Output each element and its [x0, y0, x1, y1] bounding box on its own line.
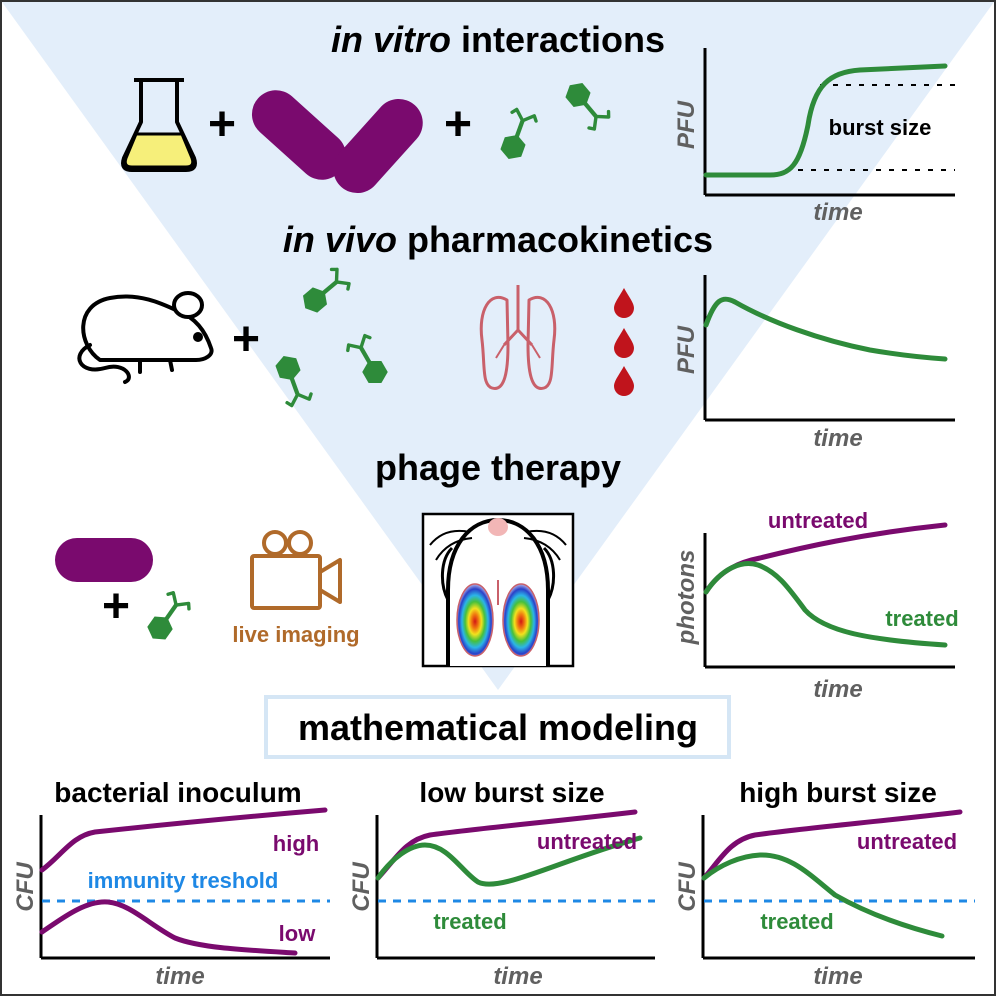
plus-sign: + [232, 313, 260, 366]
y-axis-label: CFU [12, 862, 39, 912]
low-inoculum-curve [39, 899, 298, 956]
x-axis-label: time [813, 199, 862, 226]
x-axis-label: time [813, 963, 862, 990]
photons-chart: untreated treated photons time [673, 508, 959, 703]
modeling-title-box [264, 695, 731, 759]
in-vivo-title: in vivo pharmacokinetics [283, 219, 713, 260]
y-axis-label: photons [673, 550, 700, 646]
low-burst-size-chart: low burst size untreated treated CFU tim… [348, 777, 655, 990]
plus-sign: + [102, 580, 130, 633]
y-axis-label: CFU [674, 862, 701, 912]
treated-label: treated [885, 606, 958, 631]
x-axis-label: time [155, 963, 204, 990]
pharmacokinetics-chart: PFU time [673, 275, 955, 452]
bacterium-icon [251, 90, 347, 180]
high-label: high [273, 831, 319, 856]
chart-title: high burst size [739, 777, 937, 808]
camera-icon [250, 530, 342, 610]
x-axis-label: time [813, 676, 862, 703]
treated-curve [703, 561, 948, 648]
burst-size-label: burst size [829, 115, 932, 140]
bacterium-icon [55, 538, 153, 582]
y-axis-label: CFU [348, 862, 375, 912]
low-label: low [279, 921, 317, 946]
untreated-label: untreated [768, 508, 868, 533]
pfu-curve [703, 63, 948, 178]
chart-title: low burst size [419, 777, 604, 808]
y-axis-label: PFU [673, 100, 700, 149]
plus-sign: + [208, 98, 236, 151]
treated-label: treated [433, 909, 506, 934]
bacterial-inoculum-chart: bacterial inoculum high low immunity tre… [12, 777, 330, 990]
treated-curve [701, 852, 945, 939]
burst-size-chart: burst size PFU time [673, 48, 955, 226]
live-imaging-label: live imaging [232, 622, 359, 647]
untreated-label: untreated [857, 829, 957, 854]
x-axis-label: time [813, 425, 862, 452]
mouse-lung-imaging-icon [421, 512, 575, 668]
bacterium-icon [333, 98, 423, 194]
plus-sign: + [444, 98, 472, 151]
pfu-curve [703, 296, 948, 362]
untreated-label: untreated [537, 829, 637, 854]
chart-title: bacterial inoculum [54, 777, 301, 808]
mouse-icon [77, 291, 214, 384]
flask-icon [121, 78, 197, 172]
x-axis-label: time [493, 963, 542, 990]
y-axis-label: PFU [673, 325, 700, 374]
treated-label: treated [760, 909, 833, 934]
lungs-icon [479, 285, 557, 390]
phage-therapy-title: phage therapy [375, 447, 621, 488]
untreated-curve [701, 809, 963, 881]
in-vitro-title: in vitro interactions [331, 19, 665, 60]
high-burst-size-chart: high burst size untreated treated CFU ti… [674, 777, 975, 990]
high-inoculum-curve [39, 807, 328, 873]
threshold-label: immunity treshold [88, 868, 279, 893]
treated-curve [375, 835, 643, 887]
modeling-title: mathematical modeling [298, 707, 698, 748]
